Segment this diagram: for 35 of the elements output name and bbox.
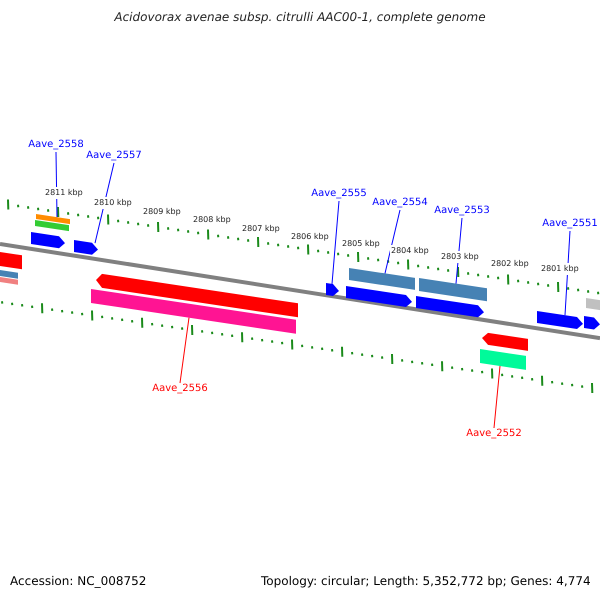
gene-label: Aave_2556 [152,383,208,395]
scale-label: 2806 kbp [290,231,330,243]
leader-line [494,366,500,428]
gene-label: Aave_2553 [434,205,490,217]
scale-label: 2809 kbp [142,206,182,218]
scale-label: 2801 kbp [540,263,580,275]
footer-text: Topology: circular; Length: 5,352,772 bp; Genes: 4,774 [261,575,591,587]
scale-label: 2807 kbp [241,223,281,235]
gene-feature [349,268,415,290]
gene-label: Aave_2558 [28,139,84,151]
gene-feature [419,278,487,302]
gene-feature [74,240,98,255]
gene-feature [91,289,296,334]
leader-line [384,210,400,274]
scale-label: 2805 kbp [341,238,381,250]
gene-feature [96,274,298,318]
footer-text: Accession: NC_008752 [10,575,146,587]
leader-line [180,317,190,384]
scale-label: 2802 kbp [490,258,530,270]
diagram-title: Acidovorax avenae subsp. citrulli AAC00-1, complete genome [112,11,487,23]
gene-feature [480,349,526,370]
gene-feature [36,214,70,224]
gene-label: Aave_2552 [466,428,522,440]
gene-label: Aave_2551 [542,218,598,230]
leader-line [564,230,570,316]
scale-label: 2810 kbp [93,197,133,209]
scale-label: 2804 kbp [390,245,430,257]
scale-label: 2811 kbp [44,187,84,199]
gene-label: Aave_2554 [372,197,428,209]
leader-line [332,200,340,284]
scale-label: 2808 kbp [192,214,232,226]
scale-label: 2803 kbp [440,251,480,263]
gene-feature [326,283,339,296]
gene-label: Aave_2555 [311,188,367,200]
gene-label: Aave_2557 [86,150,142,162]
